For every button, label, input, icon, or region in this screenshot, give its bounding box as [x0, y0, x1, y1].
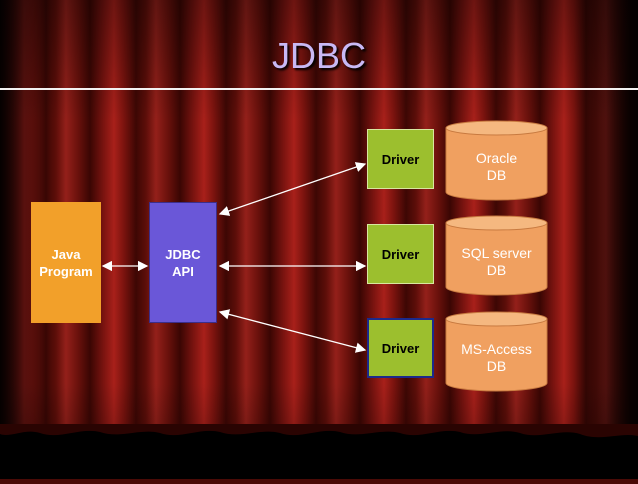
java-program-box: Java Program — [31, 202, 101, 323]
driver-box-oracle: Driver — [367, 129, 434, 189]
page-title: JDBC — [271, 35, 366, 76]
sqlserver-db-label: SQL server DB — [461, 245, 532, 278]
msaccess-db-label: MS-Access DB — [461, 341, 532, 374]
driver-box-sqlserver: Driver — [367, 224, 434, 284]
title-divider — [0, 88, 638, 90]
curtain-hem — [0, 424, 638, 438]
jdbc-api-box: JDBC API — [149, 202, 217, 323]
driver-box-msaccess: Driver — [367, 318, 434, 378]
oracle-db-label: Oracle DB — [475, 150, 518, 183]
arrow-api-driver-1 — [218, 162, 367, 216]
stage-floor — [0, 424, 638, 479]
arrow-api-driver-3 — [218, 309, 367, 353]
